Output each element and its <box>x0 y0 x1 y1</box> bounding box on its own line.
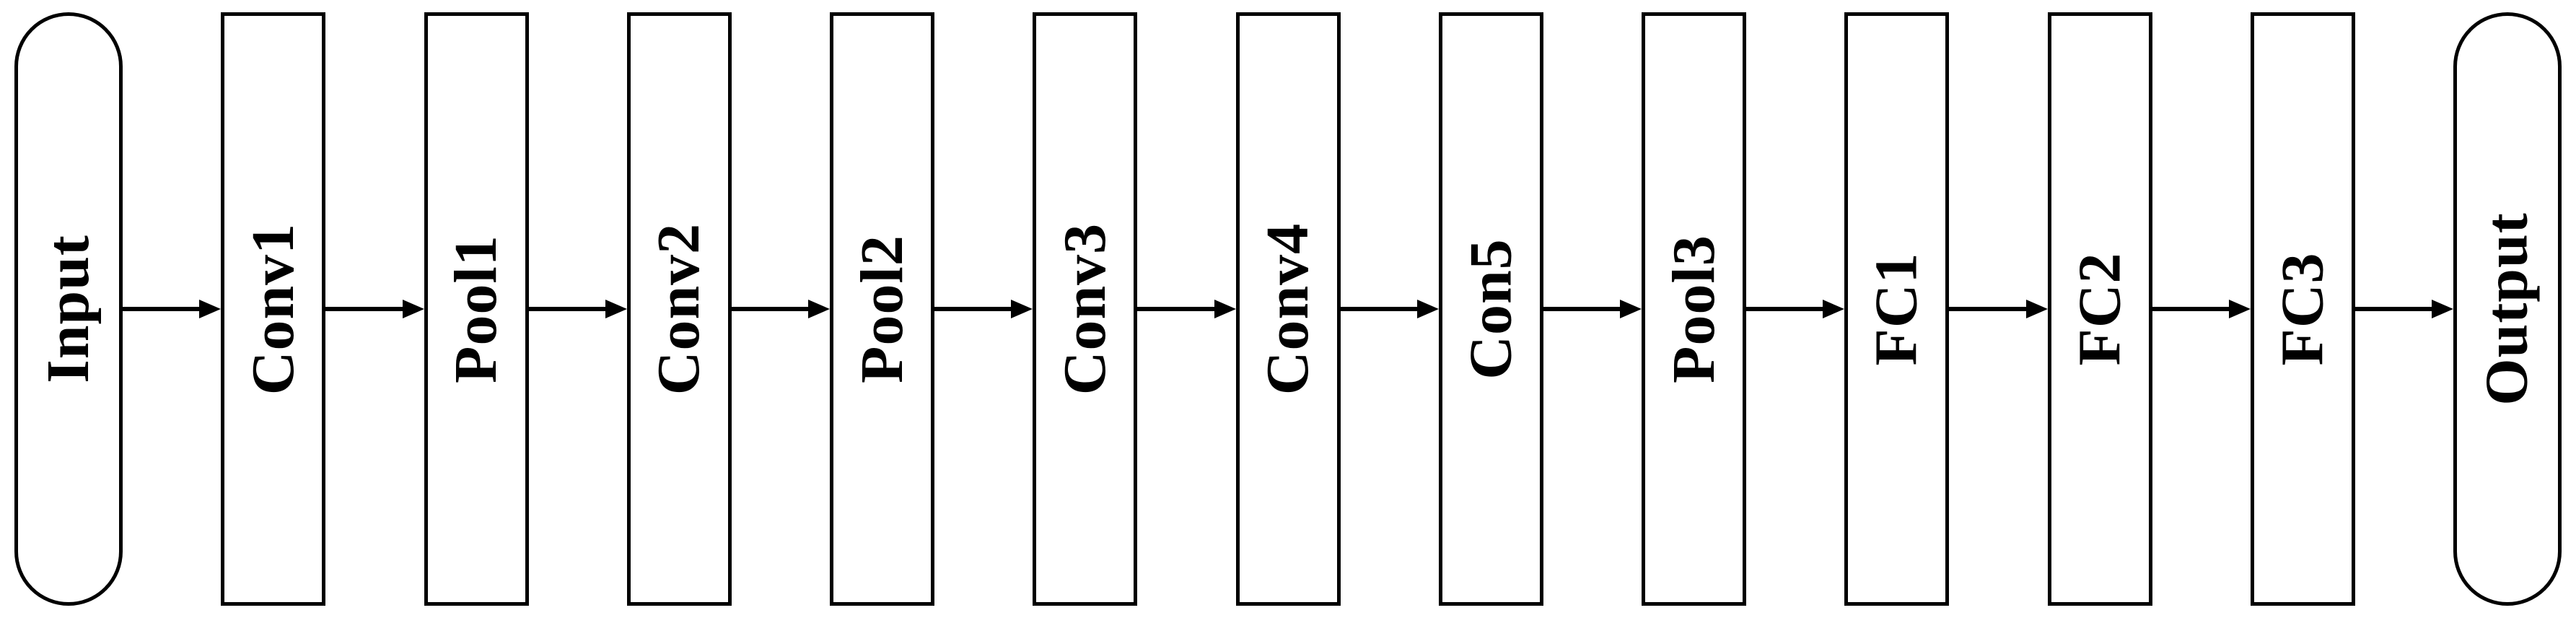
arrow-head-icon <box>2228 300 2251 318</box>
arrow-head-icon <box>1011 300 1033 318</box>
arrow-line <box>325 307 404 311</box>
arrow-line <box>731 307 810 311</box>
node-conv2: Conv2 <box>626 12 732 606</box>
arrow-pool1-to-conv2 <box>528 298 627 320</box>
node-fc3: FC3 <box>2250 12 2355 606</box>
arrow-head-icon <box>808 300 830 318</box>
arrow-head-icon <box>199 300 222 318</box>
node-conv4-label: Conv4 <box>1254 222 1322 396</box>
arrow-pool2-to-conv3 <box>934 298 1033 320</box>
arrow-head-icon <box>1620 300 1642 318</box>
arrow-input-to-conv1 <box>123 298 222 320</box>
node-conv1-label: Conv1 <box>239 222 307 396</box>
arrow-line <box>1340 307 1419 311</box>
arrow-head-icon <box>1823 300 1845 318</box>
arrow-head-icon <box>1416 300 1439 318</box>
arrow-line <box>528 307 607 311</box>
node-con5: Con5 <box>1438 12 1543 606</box>
arrow-conv2-to-pool2 <box>731 298 830 320</box>
arrow-conv4-to-con5 <box>1340 298 1439 320</box>
arrow-pool3-to-fc1 <box>1746 298 1845 320</box>
node-pool1-label: Pool1 <box>442 235 509 383</box>
arrow-fc3-to-output <box>2354 298 2453 320</box>
arrow-line <box>2354 307 2433 311</box>
node-fc2-label: FC2 <box>2066 252 2134 366</box>
arrow-head-icon <box>2432 300 2453 318</box>
arrow-fc2-to-fc3 <box>2152 298 2251 320</box>
arrow-line <box>123 307 201 311</box>
node-output: Output <box>2453 12 2562 606</box>
node-pool3-label: Pool3 <box>1660 235 1727 383</box>
arrow-line <box>934 307 1013 311</box>
node-input: Input <box>14 12 123 606</box>
node-pool2-label: Pool2 <box>848 235 916 383</box>
arrow-fc1-to-fc2 <box>1949 298 2048 320</box>
arrow-conv3-to-conv4 <box>1137 298 1236 320</box>
arrow-con5-to-pool3 <box>1543 298 1642 320</box>
node-fc1: FC1 <box>1844 12 1950 606</box>
node-pool2: Pool2 <box>830 12 934 606</box>
node-input-label: Input <box>35 235 102 383</box>
node-fc2: FC2 <box>2047 12 2152 606</box>
node-conv3-label: Conv3 <box>1051 222 1118 396</box>
node-conv4: Conv4 <box>1235 12 1341 606</box>
node-fc3-label: FC3 <box>2269 252 2336 366</box>
arrow-line <box>1949 307 2028 311</box>
arrow-head-icon <box>1214 300 1236 318</box>
arrow-head-icon <box>2025 300 2048 318</box>
node-conv3: Conv3 <box>1033 12 1138 606</box>
arrow-head-icon <box>605 300 627 318</box>
arrow-conv1-to-pool1 <box>325 298 424 320</box>
arrow-line <box>2152 307 2230 311</box>
node-con5-label: Con5 <box>1457 238 1525 380</box>
node-output-label: Output <box>2474 212 2541 406</box>
arrow-head-icon <box>402 300 424 318</box>
node-conv1: Conv1 <box>221 12 326 606</box>
arrow-line <box>1746 307 1825 311</box>
node-conv2-label: Conv2 <box>645 222 713 396</box>
node-pool1: Pool1 <box>424 12 529 606</box>
node-fc1-label: FC1 <box>1862 252 1930 366</box>
node-pool3: Pool3 <box>1642 12 1746 606</box>
arrow-line <box>1137 307 1216 311</box>
arrow-line <box>1543 307 1621 311</box>
